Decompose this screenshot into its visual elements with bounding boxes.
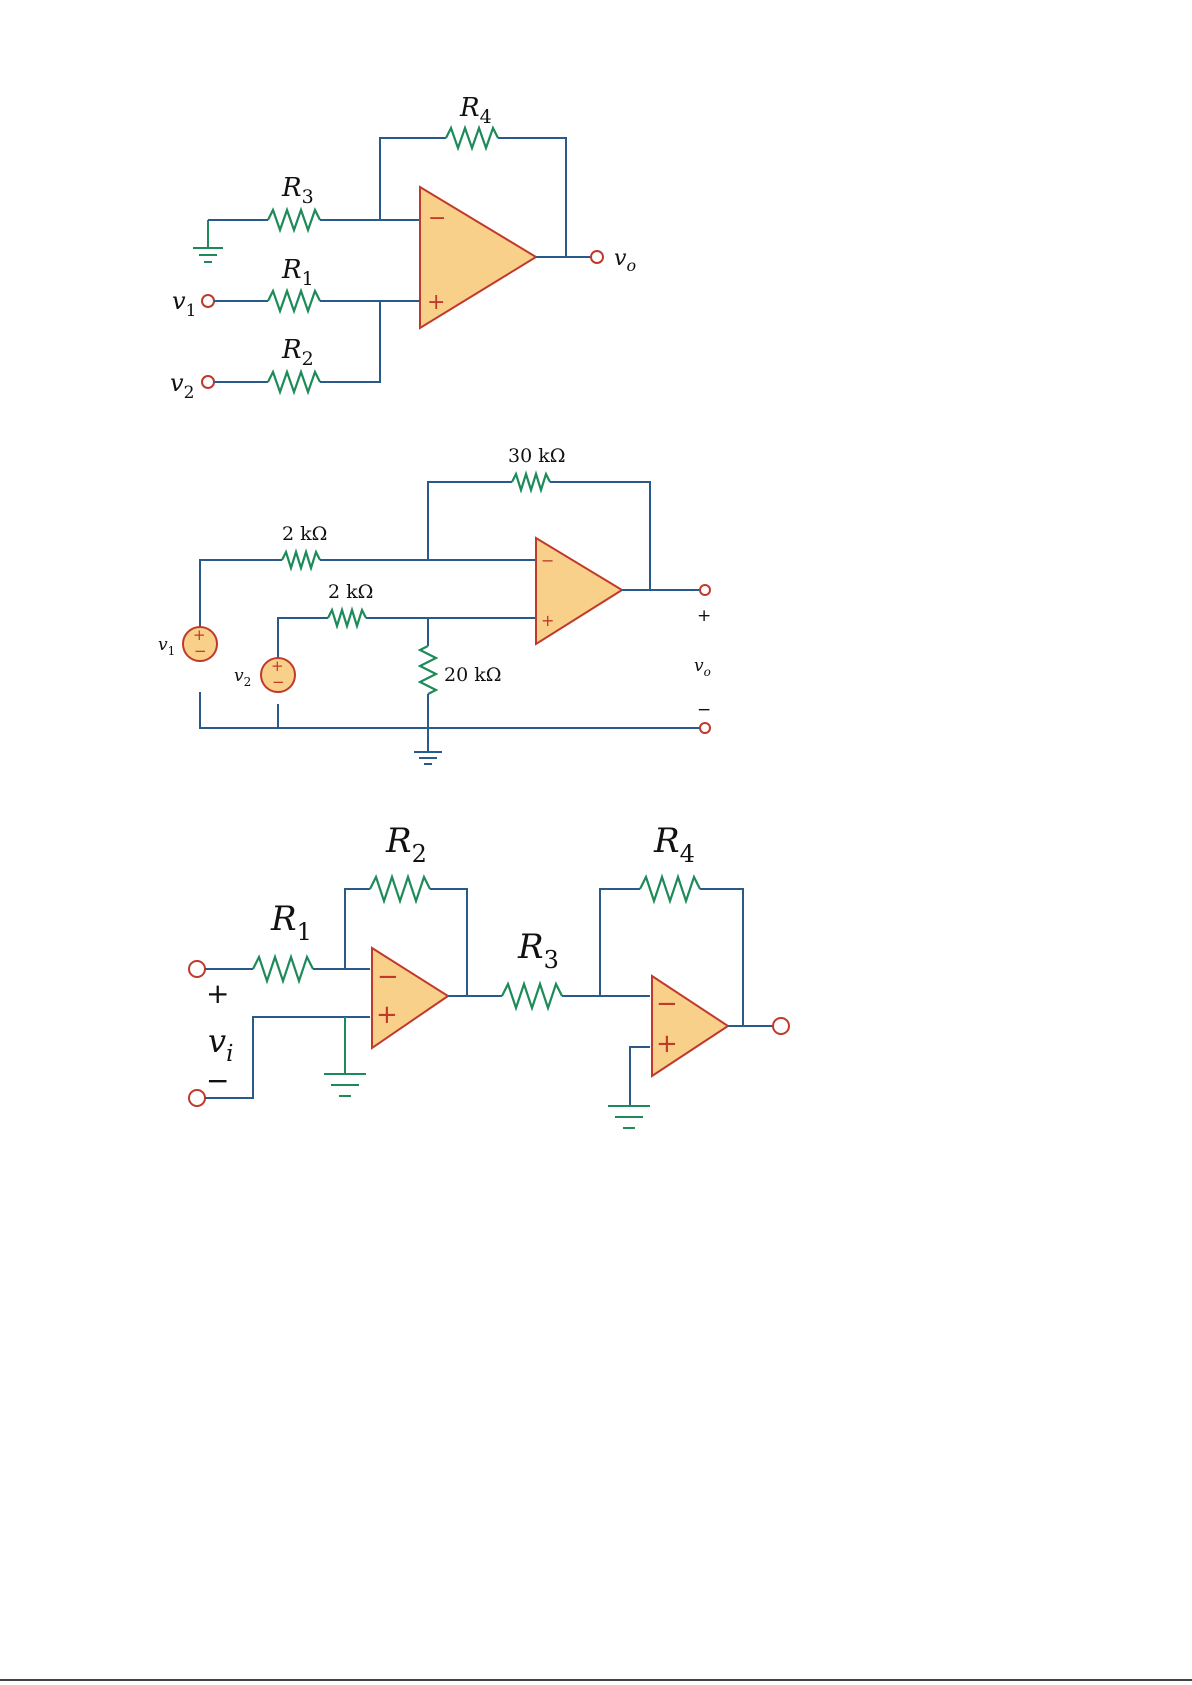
opamp2-minus-sign: − [656, 989, 678, 1019]
ground-symbol-fig3-2 [608, 1106, 650, 1128]
opamp1-minus-sign: − [377, 962, 399, 992]
resistor-20k [420, 646, 436, 694]
ground-symbol-fig1 [193, 220, 223, 262]
ground-symbol-fig2 [414, 728, 442, 764]
figure-1: − + R4 R3 R1 R2 v1 v2 vo [170, 93, 636, 403]
input-terminal-plus-fig3 [189, 961, 205, 977]
label-20k: 20 kΩ [444, 664, 501, 686]
label-2k-2: 2 kΩ [328, 581, 373, 603]
resistor-r2-fig3 [370, 877, 430, 901]
svg-text:−: − [272, 673, 285, 691]
label-r3-fig1: R3 [281, 173, 314, 208]
label-r1-fig1: R1 [281, 255, 314, 290]
label-r3-fig3: R3 [517, 927, 559, 974]
label-r2-fig1: R2 [281, 335, 314, 370]
v2-terminal-fig1 [202, 376, 214, 388]
voltage-source-v1: + − [183, 626, 217, 661]
resistor-r1-fig3 [253, 957, 313, 981]
resistor-2k-1 [282, 552, 320, 568]
output-minus-sign: − [697, 700, 711, 720]
resistor-30k [512, 474, 550, 490]
output-terminal-plus-fig2 [700, 585, 710, 595]
output-terminal-fig3 [773, 1018, 789, 1034]
output-plus-sign: + [697, 606, 711, 626]
opamp2-plus-sign: + [656, 1029, 678, 1059]
resistor-r1-fig1 [268, 291, 320, 311]
input-plus-sign: + [206, 977, 229, 1010]
label-r2-fig3: R2 [385, 821, 427, 868]
label-2k-1: 2 kΩ [282, 523, 327, 545]
ground-symbol-fig3-1 [324, 1074, 366, 1096]
label-r1-fig3: R1 [270, 899, 312, 946]
resistor-r3-fig1 [268, 210, 320, 230]
figure-2: − + + − + − 30 kΩ 2 kΩ 2 kΩ 20 kΩ v1 v2 … [158, 445, 711, 764]
svg-text:−: − [194, 642, 207, 660]
label-30k: 30 kΩ [508, 445, 565, 467]
v1-terminal-fig1 [202, 295, 214, 307]
voltage-source-v2: + − [261, 657, 295, 692]
input-terminal-minus-fig3 [189, 1090, 205, 1106]
opamp-minus-sign: − [428, 206, 446, 231]
label-v1-fig1: v1 [172, 287, 196, 321]
label-vo-fig1: vo [614, 246, 636, 275]
opamp-minus-sign: − [541, 551, 554, 570]
input-minus-sign: − [206, 1064, 229, 1097]
label-v2-fig1: v2 [170, 369, 194, 403]
resistor-r4-fig3 [640, 877, 700, 901]
label-v2-fig2: v2 [234, 666, 251, 689]
opamp-plus-sign: + [541, 611, 554, 630]
resistor-r2-fig1 [268, 372, 320, 392]
label-v1-fig2: v1 [158, 635, 175, 658]
label-vi-fig3: vi [208, 1022, 233, 1067]
output-terminal-fig1 [591, 251, 603, 263]
resistor-2k-2 [328, 610, 366, 626]
resistor-r4-fig1 [446, 128, 498, 148]
page-bottom-rule [0, 1679, 1192, 1681]
label-r4-fig1: R4 [459, 93, 492, 128]
label-r4-fig3: R4 [653, 821, 695, 868]
label-vo-fig2: vo [694, 656, 711, 679]
output-terminal-minus-fig2 [700, 723, 710, 733]
opamp1-plus-sign: + [376, 1000, 398, 1030]
opamp-plus-sign: + [427, 290, 445, 315]
figure-3: − + − + R2 R4 R1 R3 vi + − [189, 821, 789, 1128]
resistor-r3-fig3 [502, 984, 562, 1008]
